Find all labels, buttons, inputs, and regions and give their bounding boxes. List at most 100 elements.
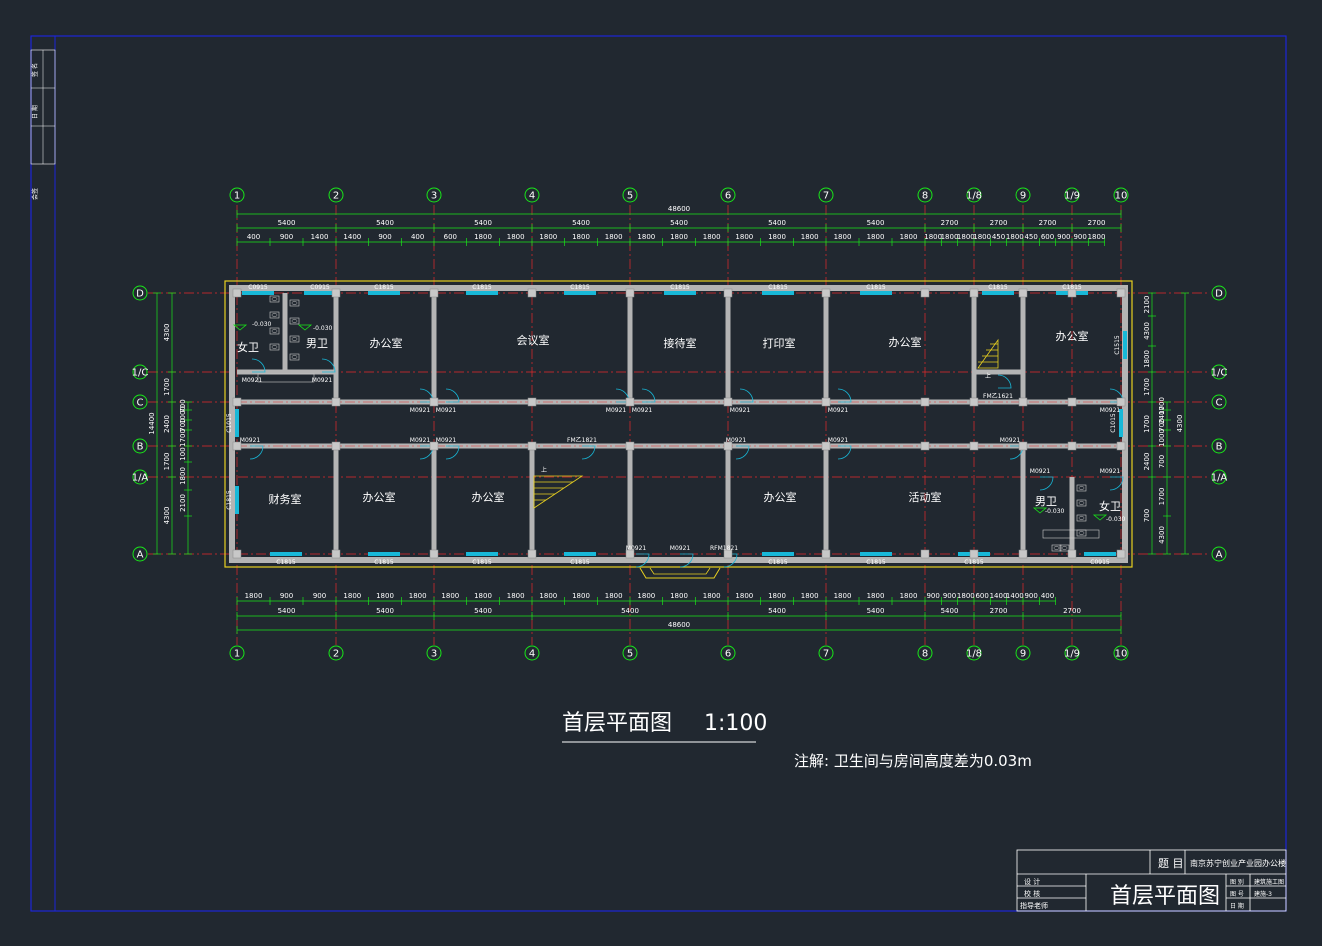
dim-label: 1800 <box>703 233 721 241</box>
room-label: 会议室 <box>517 333 550 347</box>
dim-label: 700 <box>179 418 187 431</box>
window <box>664 291 696 295</box>
toilet-bowl <box>271 328 278 334</box>
dim-label: 1000 <box>179 406 187 424</box>
column <box>1018 397 1028 407</box>
window-label: C1815 <box>374 284 394 291</box>
dim-label: 1800 <box>768 592 786 600</box>
dim-label: 1800 <box>572 592 590 600</box>
dim-label: 1800 <box>1088 233 1106 241</box>
toilet-bowl <box>1053 545 1060 551</box>
dim-label: 900 <box>313 592 326 600</box>
toilet-fixture <box>289 299 300 307</box>
toilet-bowl <box>271 296 278 302</box>
axis-bubble-label: 1/9 <box>1064 649 1080 660</box>
title-block-row: 校 核 <box>1024 889 1040 898</box>
window <box>982 291 1014 295</box>
dim-label: 1800 <box>670 233 688 241</box>
dim-label: 2400 <box>163 415 171 433</box>
room-label: 办公室 <box>363 490 396 504</box>
column <box>331 441 341 451</box>
title-block-row: 设 计 <box>1024 877 1040 886</box>
dim-label: 1800 <box>441 592 459 600</box>
column <box>1067 549 1077 559</box>
door-label: M0921 <box>240 437 261 444</box>
axis-bubble <box>1015 645 1031 661</box>
dim-label: 2400 <box>1143 453 1151 471</box>
room-label: 办公室 <box>889 335 922 349</box>
door-label: M0921 <box>1000 437 1021 444</box>
dim-label: 700 <box>1143 509 1151 522</box>
door-label: M0921 <box>436 407 457 414</box>
dim-label: 5400 <box>474 607 492 615</box>
axis-bubble <box>132 364 148 380</box>
toilet-fixture <box>289 335 300 343</box>
room-label: 女卫 <box>1099 499 1121 513</box>
column <box>821 441 831 451</box>
toilet-bowl <box>1061 545 1068 551</box>
axis-bubble <box>426 187 442 203</box>
room-label: 活动室 <box>909 490 942 504</box>
dim-label: 1800 <box>637 592 655 600</box>
column <box>232 549 242 559</box>
window-label: C1815 <box>670 284 690 291</box>
axis-bubble-label: 6 <box>725 649 731 660</box>
axis-bubble <box>622 187 638 203</box>
door-label: M0921 <box>410 407 431 414</box>
window-label: C1815 <box>472 559 492 566</box>
axis-bubble-label: B <box>1216 442 1223 453</box>
window-label: C1815 <box>226 490 233 510</box>
window-label: C1015 <box>1110 413 1117 433</box>
dim-label: 5400 <box>376 219 394 227</box>
axis-bubble <box>132 438 148 454</box>
dim-label: 1800 <box>703 592 721 600</box>
dim-label: 1700 <box>1143 378 1151 396</box>
door-swing <box>739 388 754 403</box>
toilet-bowl <box>291 318 298 324</box>
window <box>1123 331 1127 359</box>
toilet-partition <box>257 373 315 383</box>
column <box>429 288 439 298</box>
column <box>625 441 635 451</box>
axis-bubble <box>328 645 344 661</box>
axis-bubble-label: 3 <box>431 191 437 202</box>
dim-label: 1800 <box>834 592 852 600</box>
axis-bubble-label: 7 <box>823 649 829 660</box>
dim-label: 2100 <box>179 494 187 512</box>
dim-label: 4300 <box>163 324 171 342</box>
dim-label: 1700 <box>1143 415 1151 433</box>
exterior-wall <box>229 285 1128 563</box>
dim-label: 600 <box>1041 233 1054 241</box>
axis-bubble <box>229 645 245 661</box>
dim-label: 1800 <box>900 233 918 241</box>
drawing-scale: 1:100 <box>704 711 767 736</box>
dim-label: 5400 <box>278 607 296 615</box>
dim-label: 1800 <box>900 592 918 600</box>
toilet-bowl <box>291 354 298 360</box>
window <box>368 552 400 556</box>
axis-bubble-label: C <box>1216 398 1223 409</box>
axis-bubble-label: 4 <box>529 649 535 660</box>
stair-east: 上 <box>977 338 999 380</box>
toilet-fixture <box>1059 544 1070 552</box>
fixtures <box>257 295 1100 552</box>
toilet-bowl <box>1078 500 1085 506</box>
window <box>466 291 498 295</box>
door-swing <box>251 358 266 373</box>
dim-label: 1800 <box>637 233 655 241</box>
column <box>1018 549 1028 559</box>
dim-label: 1000 <box>1158 429 1166 447</box>
window-label: C1815 <box>374 559 394 566</box>
axis-bubble-label: 3 <box>431 649 437 660</box>
title-block-row: 日 期 <box>1230 902 1244 910</box>
column <box>969 288 979 298</box>
room-label: 接待室 <box>664 336 697 350</box>
dim-label: 1800 <box>245 592 263 600</box>
level-mark: -0.030 <box>1045 508 1065 515</box>
dim-label: 5400 <box>278 219 296 227</box>
window <box>235 486 239 514</box>
dim-label: 1800 <box>957 592 975 600</box>
axis-bubble <box>1113 645 1129 661</box>
columns <box>232 288 1126 559</box>
